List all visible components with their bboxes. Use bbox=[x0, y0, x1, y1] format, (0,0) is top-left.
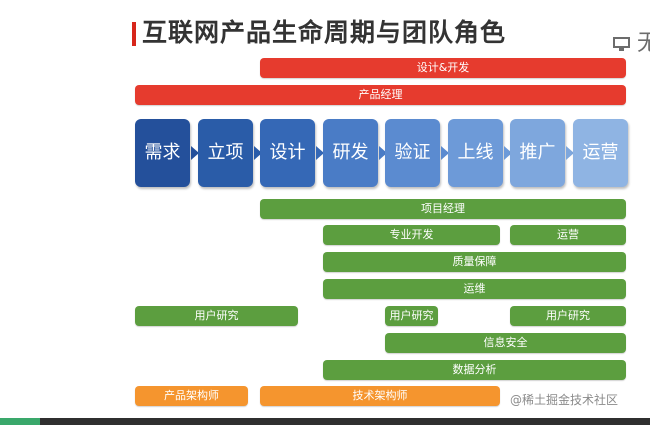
stage-initiation: 立项 bbox=[198, 119, 253, 187]
arrow-7 bbox=[566, 146, 574, 160]
stage-development: 研发 bbox=[323, 119, 378, 187]
bar-project-manager: 项目经理 bbox=[260, 199, 626, 219]
bar-info-security: 信息安全 bbox=[385, 333, 626, 353]
bottom-strip-accent bbox=[0, 418, 40, 425]
arrow-2 bbox=[254, 146, 262, 160]
bar-user-research-1: 用户研究 bbox=[135, 306, 298, 326]
stage-promotion: 推广 bbox=[510, 119, 565, 187]
bar-quality-assurance: 质量保障 bbox=[323, 252, 626, 272]
bar-operations: 运营 bbox=[510, 225, 626, 245]
bottom-strip bbox=[0, 418, 650, 425]
bar-user-research-2: 用户研究 bbox=[385, 306, 438, 326]
stage-launch: 上线 bbox=[448, 119, 503, 187]
title-accent-mark bbox=[132, 22, 136, 46]
arrow-1 bbox=[191, 146, 199, 160]
bar-product-architect: 产品架构师 bbox=[135, 386, 248, 406]
arrow-5 bbox=[441, 146, 449, 160]
page-title: 互联网产品生命周期与团队角色 bbox=[142, 18, 507, 47]
bar-data-analysis: 数据分析 bbox=[323, 360, 626, 380]
arrow-3 bbox=[316, 146, 324, 160]
stage-operations: 运营 bbox=[573, 119, 628, 187]
bar-tech-architect: 技术架构师 bbox=[260, 386, 500, 406]
watermark: @稀土掘金技术社区 bbox=[510, 393, 619, 407]
bar-design-dev: 设计&开发 bbox=[260, 58, 626, 78]
stage-requirements: 需求 bbox=[135, 119, 190, 187]
bar-product-manager: 产品经理 bbox=[135, 85, 626, 105]
arrow-4 bbox=[379, 146, 387, 160]
bar-user-research-3: 用户研究 bbox=[510, 306, 626, 326]
stage-verification: 验证 bbox=[385, 119, 440, 187]
bar-professional-dev: 专业开发 bbox=[323, 225, 500, 245]
arrow-6 bbox=[504, 146, 512, 160]
corner-text: 无 bbox=[637, 31, 650, 56]
stage-design: 设计 bbox=[260, 119, 315, 187]
bar-ops-maintenance: 运维 bbox=[323, 279, 626, 299]
monitor-icon bbox=[613, 37, 630, 51]
